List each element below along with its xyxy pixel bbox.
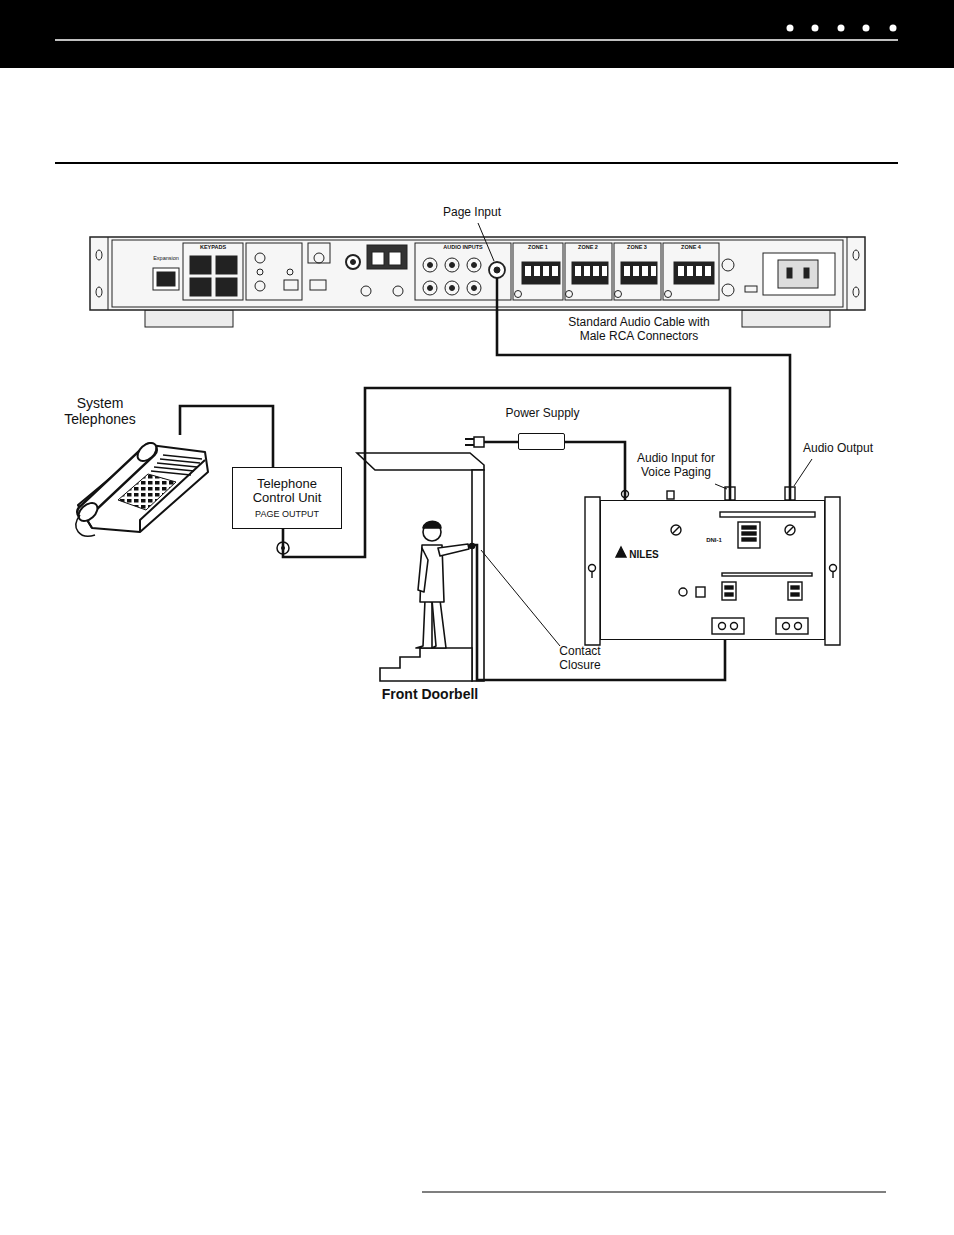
audio-cable bbox=[565, 442, 625, 500]
leader-lines bbox=[478, 223, 812, 646]
front-doorbell: Front Doorbell bbox=[400, 518, 472, 655]
visitor-figure bbox=[416, 521, 469, 648]
audio-cable bbox=[497, 310, 790, 500]
dni-1-interface: NILES DNI-1 bbox=[600, 500, 825, 640]
node-title: NILES bbox=[629, 549, 658, 560]
telephone: System Telephones bbox=[70, 435, 215, 530]
page-header bbox=[0, 0, 954, 1192]
node-title: System Telephones bbox=[54, 396, 146, 427]
audio-cable bbox=[472, 545, 725, 680]
node-text: KEYPADS bbox=[200, 244, 226, 250]
callout-label: Page Input bbox=[443, 206, 501, 220]
node-title: Expansion bbox=[153, 255, 179, 261]
house-entrance bbox=[357, 453, 484, 681]
amplifier-rear-panel bbox=[90, 237, 865, 327]
callout-label: Audio Input for Voice Paging bbox=[626, 452, 726, 480]
telephone-illustration bbox=[75, 439, 208, 536]
power-plug bbox=[465, 437, 518, 447]
node-text: ZONE 4 bbox=[681, 244, 701, 250]
node-text: PAGE OUTPUT bbox=[255, 509, 319, 519]
power-supply: Power Supply bbox=[518, 433, 565, 450]
node-title: Telephone Control Unit bbox=[237, 477, 337, 506]
node-title: Power Supply bbox=[505, 407, 579, 420]
telephone-control-unit: Telephone Control UnitPAGE OUTPUT bbox=[232, 467, 342, 529]
amplifier-terminal-slots bbox=[525, 266, 711, 276]
callout-label: Contact Closure bbox=[549, 645, 611, 673]
node-text: ZONE 2 bbox=[578, 244, 598, 250]
node-text: AUDIO INPUTS bbox=[443, 244, 482, 250]
callout-label: Audio Output bbox=[803, 442, 873, 456]
node-title: Front Doorbell bbox=[382, 687, 478, 703]
amplifier-panel: Expansion KEYPADS AUDIO INPUTS ZONE 1 ZONE 2… bbox=[90, 237, 865, 310]
dni-1-interface-housing bbox=[585, 487, 840, 645]
node-text: ZONE 1 bbox=[528, 244, 548, 250]
cable-label: Standard Audio Cable with Male RCA Conne… bbox=[551, 316, 727, 344]
node-text: DNI-1 bbox=[706, 537, 722, 544]
audio-cable bbox=[283, 388, 730, 557]
node-text: ZONE 3 bbox=[627, 244, 647, 250]
audio-cable bbox=[180, 406, 273, 467]
